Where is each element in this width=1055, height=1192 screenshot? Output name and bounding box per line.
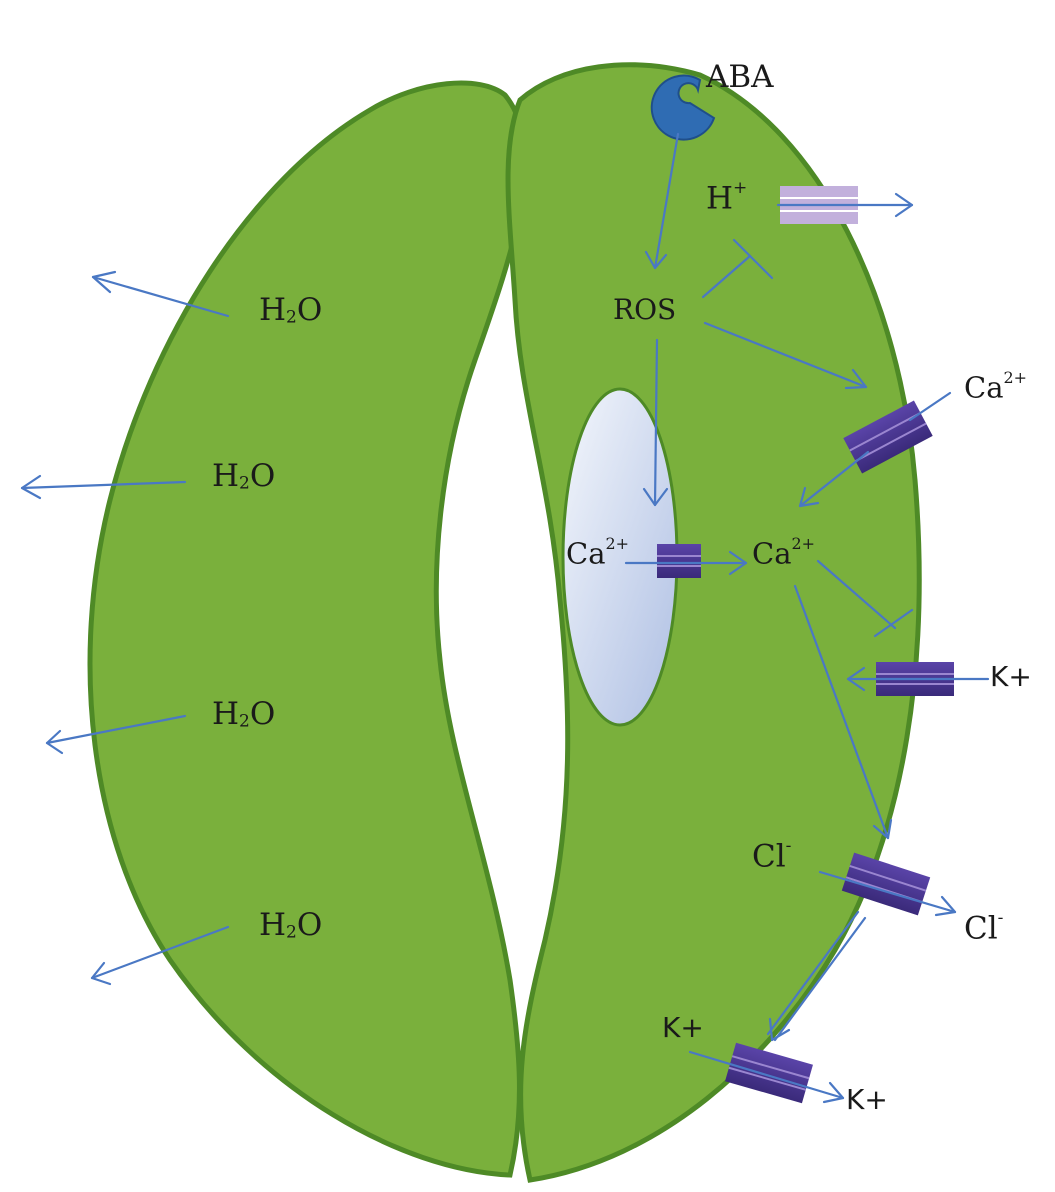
ros-to-vacuole-arrow (642, 338, 669, 507)
water-efflux-arrow-4 (90, 925, 230, 986)
chloride-inside-label: Cl- (752, 836, 792, 875)
calcium-cytosol-label: Ca2+ (752, 534, 815, 571)
calcium-inhibits-potassium-in (816, 559, 914, 638)
ros-inhibits-pump (701, 238, 774, 299)
water-label-3: H2O (212, 696, 276, 732)
proton-label: H+ (706, 178, 748, 217)
aba-label: ABA (706, 59, 774, 95)
chloride-outside-label: Cl- (964, 908, 1004, 947)
water-efflux-arrow-1 (91, 270, 230, 318)
vacuole-calcium-release-arrow (624, 550, 748, 576)
ros-label: ROS (613, 293, 677, 326)
calcium-influx-line (908, 391, 952, 422)
proton-efflux-arrow (776, 192, 914, 218)
potassium-influx-arrow (846, 666, 990, 692)
left-guard-cell (87, 80, 528, 1178)
potassium-out-channel-icon (725, 1042, 813, 1104)
calcium-to-chloride-channel-arrow (793, 584, 893, 840)
water-label-1: H2O (259, 292, 323, 328)
potassium-outside-label: K+ (990, 660, 1032, 693)
ros-to-calcium-channel-arrow (703, 321, 868, 390)
calcium-channel-to-cytosol-arrow (798, 450, 870, 508)
chloride-efflux-arrow (818, 870, 957, 917)
potassium-efflux-arrow (688, 1050, 845, 1104)
potassium-exit-label: K+ (846, 1083, 888, 1116)
aba-receptor-icon (650, 74, 716, 141)
water-label-2: H2O (212, 458, 276, 494)
vacuole-calcium-channel-icon (657, 544, 701, 578)
calcium-vacuole-label: Ca2+ (566, 534, 629, 571)
water-label-4: H2O (259, 907, 323, 943)
water-efflux-arrow-2 (20, 474, 187, 500)
potassium-inside-label: K+ (662, 1011, 704, 1044)
chloride-to-potassium-out-arrow (766, 910, 867, 1042)
aba-to-ros-arrow (644, 132, 680, 270)
calcium-outside-label: Ca2+ (964, 368, 1027, 405)
water-efflux-arrow-3 (45, 714, 187, 755)
